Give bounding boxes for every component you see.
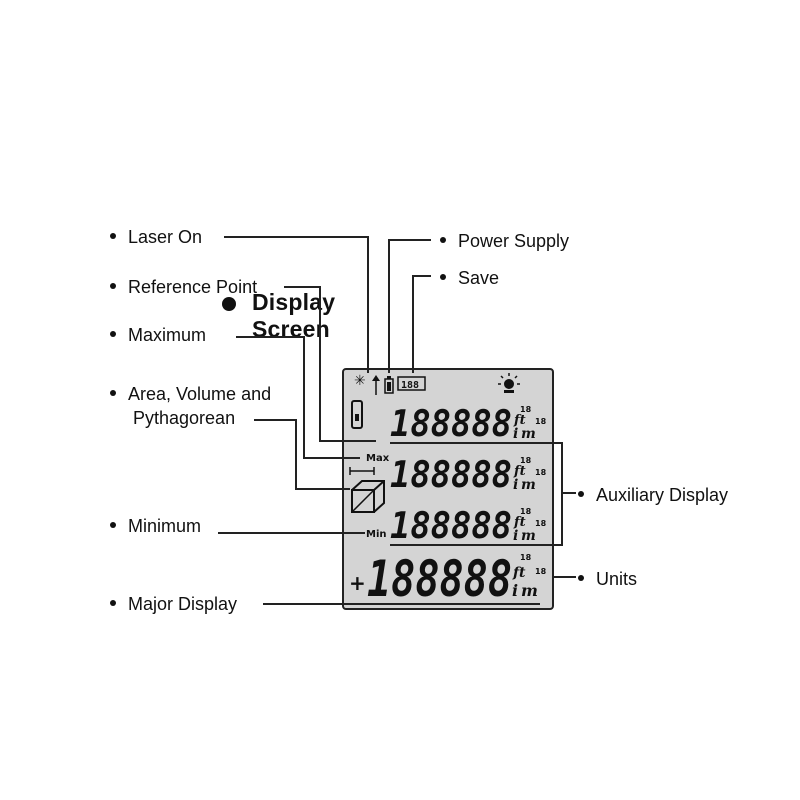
unit-i: i bbox=[513, 426, 518, 442]
bullet-dot bbox=[110, 522, 116, 529]
up-arrow-icon bbox=[372, 375, 380, 395]
unit-i: i bbox=[512, 581, 518, 600]
frac-label: 18 bbox=[535, 567, 547, 576]
label-save-text: Save bbox=[458, 268, 500, 288]
units-row-2: 18 ft 18 i m bbox=[513, 456, 547, 493]
aux-row-1: 188888 bbox=[390, 404, 512, 445]
label-units-text: Units bbox=[596, 569, 638, 589]
units-major: 18 ft 18 i m bbox=[512, 553, 547, 600]
unit-ft: ft bbox=[512, 565, 526, 581]
bullet-dot bbox=[440, 274, 446, 281]
label-maximum-text: Maximum bbox=[128, 325, 207, 345]
frac-label: 18 bbox=[520, 456, 532, 465]
bullet-dot bbox=[440, 237, 446, 244]
label-power-supply: Power Supply bbox=[440, 229, 569, 253]
memory-icon: 188 bbox=[397, 376, 426, 391]
major-digits: 188888 bbox=[367, 550, 512, 608]
label-power-supply-text: Power Supply bbox=[458, 231, 570, 251]
frac-label: 18 bbox=[535, 417, 547, 426]
leader-laser-on bbox=[224, 236, 369, 373]
bullet-dot bbox=[110, 390, 116, 397]
label-units: Units bbox=[578, 567, 637, 591]
label-maximum: Maximum bbox=[110, 323, 206, 347]
label-reference-point: Reference Point bbox=[110, 275, 257, 299]
frac-label: 18 bbox=[520, 507, 532, 516]
backlight-icon bbox=[498, 373, 520, 393]
label-area: Area, Volume and bbox=[110, 382, 271, 406]
label-laser-on: Laser On bbox=[110, 225, 202, 249]
battery-icon bbox=[384, 376, 394, 394]
unit-i: i bbox=[513, 477, 518, 493]
laser-icon: ✳ bbox=[354, 373, 366, 389]
bullet-dot bbox=[110, 233, 116, 240]
label-reference-point-text: Reference Point bbox=[128, 277, 258, 297]
min-tag: Min bbox=[366, 529, 387, 540]
leader-area bbox=[254, 419, 350, 490]
aux-row-3: 188888 bbox=[390, 506, 512, 547]
reference-point-icon bbox=[351, 400, 363, 429]
label-pythagorean: Pythagorean bbox=[133, 406, 235, 430]
unit-m: m bbox=[521, 528, 536, 544]
memory-digits: 188 bbox=[401, 380, 419, 391]
length-icon bbox=[349, 467, 375, 475]
label-major-display-text: Major Display bbox=[128, 594, 238, 614]
title-bullet bbox=[222, 297, 236, 311]
bullet-dot bbox=[578, 491, 584, 498]
major-sign: + bbox=[349, 571, 366, 595]
label-minimum-text: Minimum bbox=[128, 516, 202, 536]
bullet-dot bbox=[578, 575, 584, 582]
leader-lines bbox=[218, 236, 576, 605]
units-row-3: 18 ft 18 i m bbox=[513, 507, 547, 544]
bullet-dot bbox=[110, 283, 116, 290]
bullet-dot bbox=[110, 600, 116, 607]
units-row-1: 18 ft 18 i m bbox=[513, 405, 547, 442]
unit-m: m bbox=[521, 426, 536, 442]
frac-label: 18 bbox=[520, 405, 532, 414]
unit-i: i bbox=[513, 528, 518, 544]
unit-ft: ft bbox=[513, 515, 526, 530]
leader-power-supply bbox=[388, 239, 431, 373]
aux-row-2-digits: 188888 bbox=[390, 455, 512, 496]
unit-ft: ft bbox=[513, 413, 526, 428]
volume-icon bbox=[351, 480, 385, 513]
leader-save bbox=[412, 275, 431, 373]
label-save: Save bbox=[440, 266, 499, 290]
aux-row-2: 188888 bbox=[390, 455, 512, 496]
label-area-line2: Pythagorean bbox=[133, 408, 236, 428]
aux-row-1-digits: 188888 bbox=[390, 404, 512, 445]
frac-label: 18 bbox=[535, 519, 547, 528]
label-laser-on-text: Laser On bbox=[128, 227, 203, 247]
aux-row-3-digits: 188888 bbox=[390, 506, 512, 547]
max-tag: Max bbox=[366, 453, 390, 464]
label-area-line1: Area, Volume and bbox=[128, 384, 272, 404]
label-auxiliary-display-text: Auxiliary Display bbox=[596, 485, 729, 505]
unit-m: m bbox=[521, 477, 536, 493]
unit-m: m bbox=[521, 581, 538, 600]
svg-text:✳: ✳ bbox=[354, 373, 366, 389]
label-major-display: Major Display bbox=[110, 592, 237, 616]
leader-reference-point bbox=[284, 286, 376, 442]
frac-label: 18 bbox=[535, 468, 547, 477]
label-minimum: Minimum bbox=[110, 514, 201, 538]
leader-maximum bbox=[236, 336, 360, 459]
label-auxiliary-display: Auxiliary Display bbox=[578, 483, 728, 507]
bullet-dot bbox=[110, 331, 116, 338]
unit-ft: ft bbox=[513, 464, 526, 479]
frac-label: 18 bbox=[520, 553, 532, 562]
